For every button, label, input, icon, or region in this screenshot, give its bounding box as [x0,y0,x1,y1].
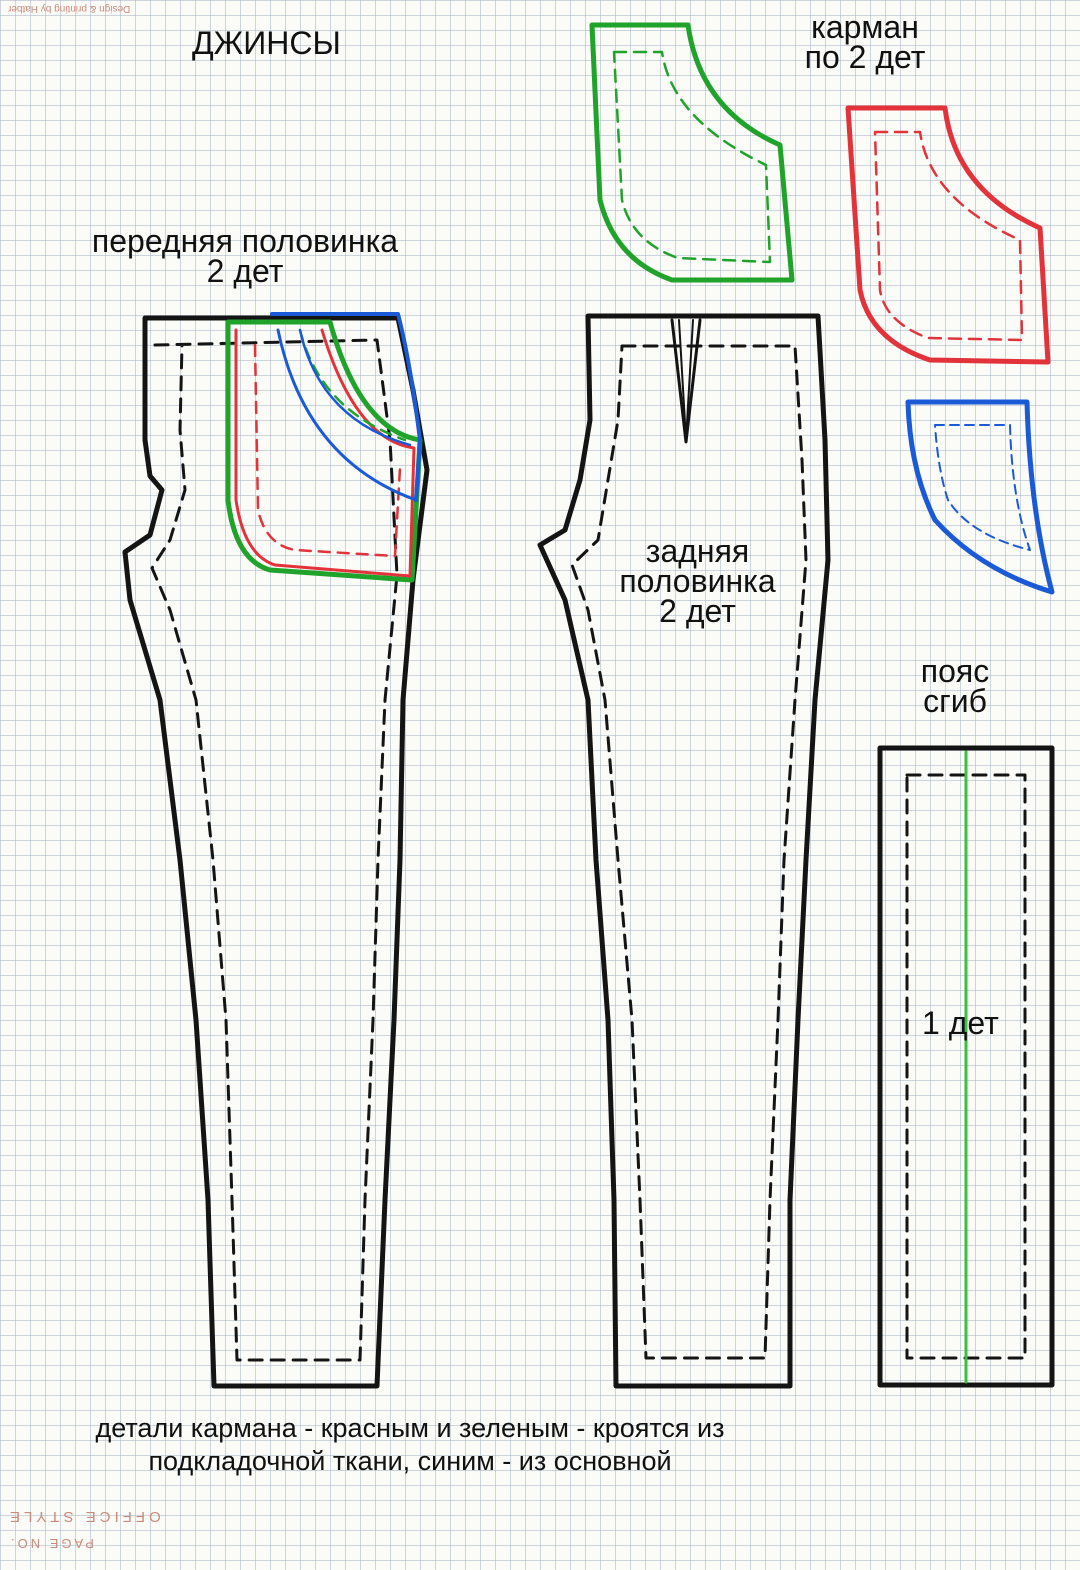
front-red-pocket-lining [234,328,416,578]
pattern-title: ДЖИНСЫ [192,25,341,61]
pocket-label-line1: карман [811,9,919,45]
back-dart [670,318,702,444]
pocket-fabric-note-line1: детали кармана - красным и зеленым - кро… [95,1413,725,1443]
front-half-label-line2: 2 дет [206,253,284,289]
pocket-fabric-note-line2: подкладочной ткани, синим - из основной [148,1446,672,1476]
front-blue-curve-inner [298,328,412,447]
back-half-outline [537,313,831,1389]
back-half-label-line1: задняя [645,533,750,569]
paper-style-print: OFFICE STYLE [6,1508,161,1525]
back-half-seam-allowance [570,344,808,1360]
waistband-label-line2: сгиб [923,683,987,719]
paper-page-print: PAGE NO. [8,1536,94,1551]
front-half-label: передняя половинка 2 дет [50,223,440,289]
front-half-outline [122,315,430,1389]
front-red-pocket-seam [253,343,402,558]
front-half-label-line1: передняя половинка [91,223,399,259]
waistband-count-label: 1 дет [922,1005,999,1041]
red-pocket-outline [845,105,1051,365]
paper-brand-print: Design & printing by Hatber [8,3,131,14]
back-half-label-line2: половинка [619,563,776,599]
blue-pocket-seam [934,424,1031,551]
front-half-seam-allowance [150,338,399,1362]
back-half-label: задняя половинка 2 дет [595,533,800,629]
back-half-label-line3: 2 дет [659,593,736,629]
green-pocket-seam [612,50,772,264]
waistband-label: пояс сгиб [895,653,1015,719]
pocket-label: карман по 2 дет [790,9,940,75]
back-dart-fold [678,319,694,441]
waistband-label-line1: пояс [920,653,990,689]
pocket-label-line2: по 2 дет [804,39,926,75]
blue-pocket-outline [905,399,1055,595]
front-blue-pocket-outline [270,312,422,502]
front-blue-curve-outer [276,328,418,502]
pocket-fabric-note: детали кармана - красным и зеленым - кро… [20,1412,800,1478]
red-pocket-seam [873,130,1024,342]
green-pocket-outline [589,22,795,283]
waistband-outline [877,745,1055,1388]
